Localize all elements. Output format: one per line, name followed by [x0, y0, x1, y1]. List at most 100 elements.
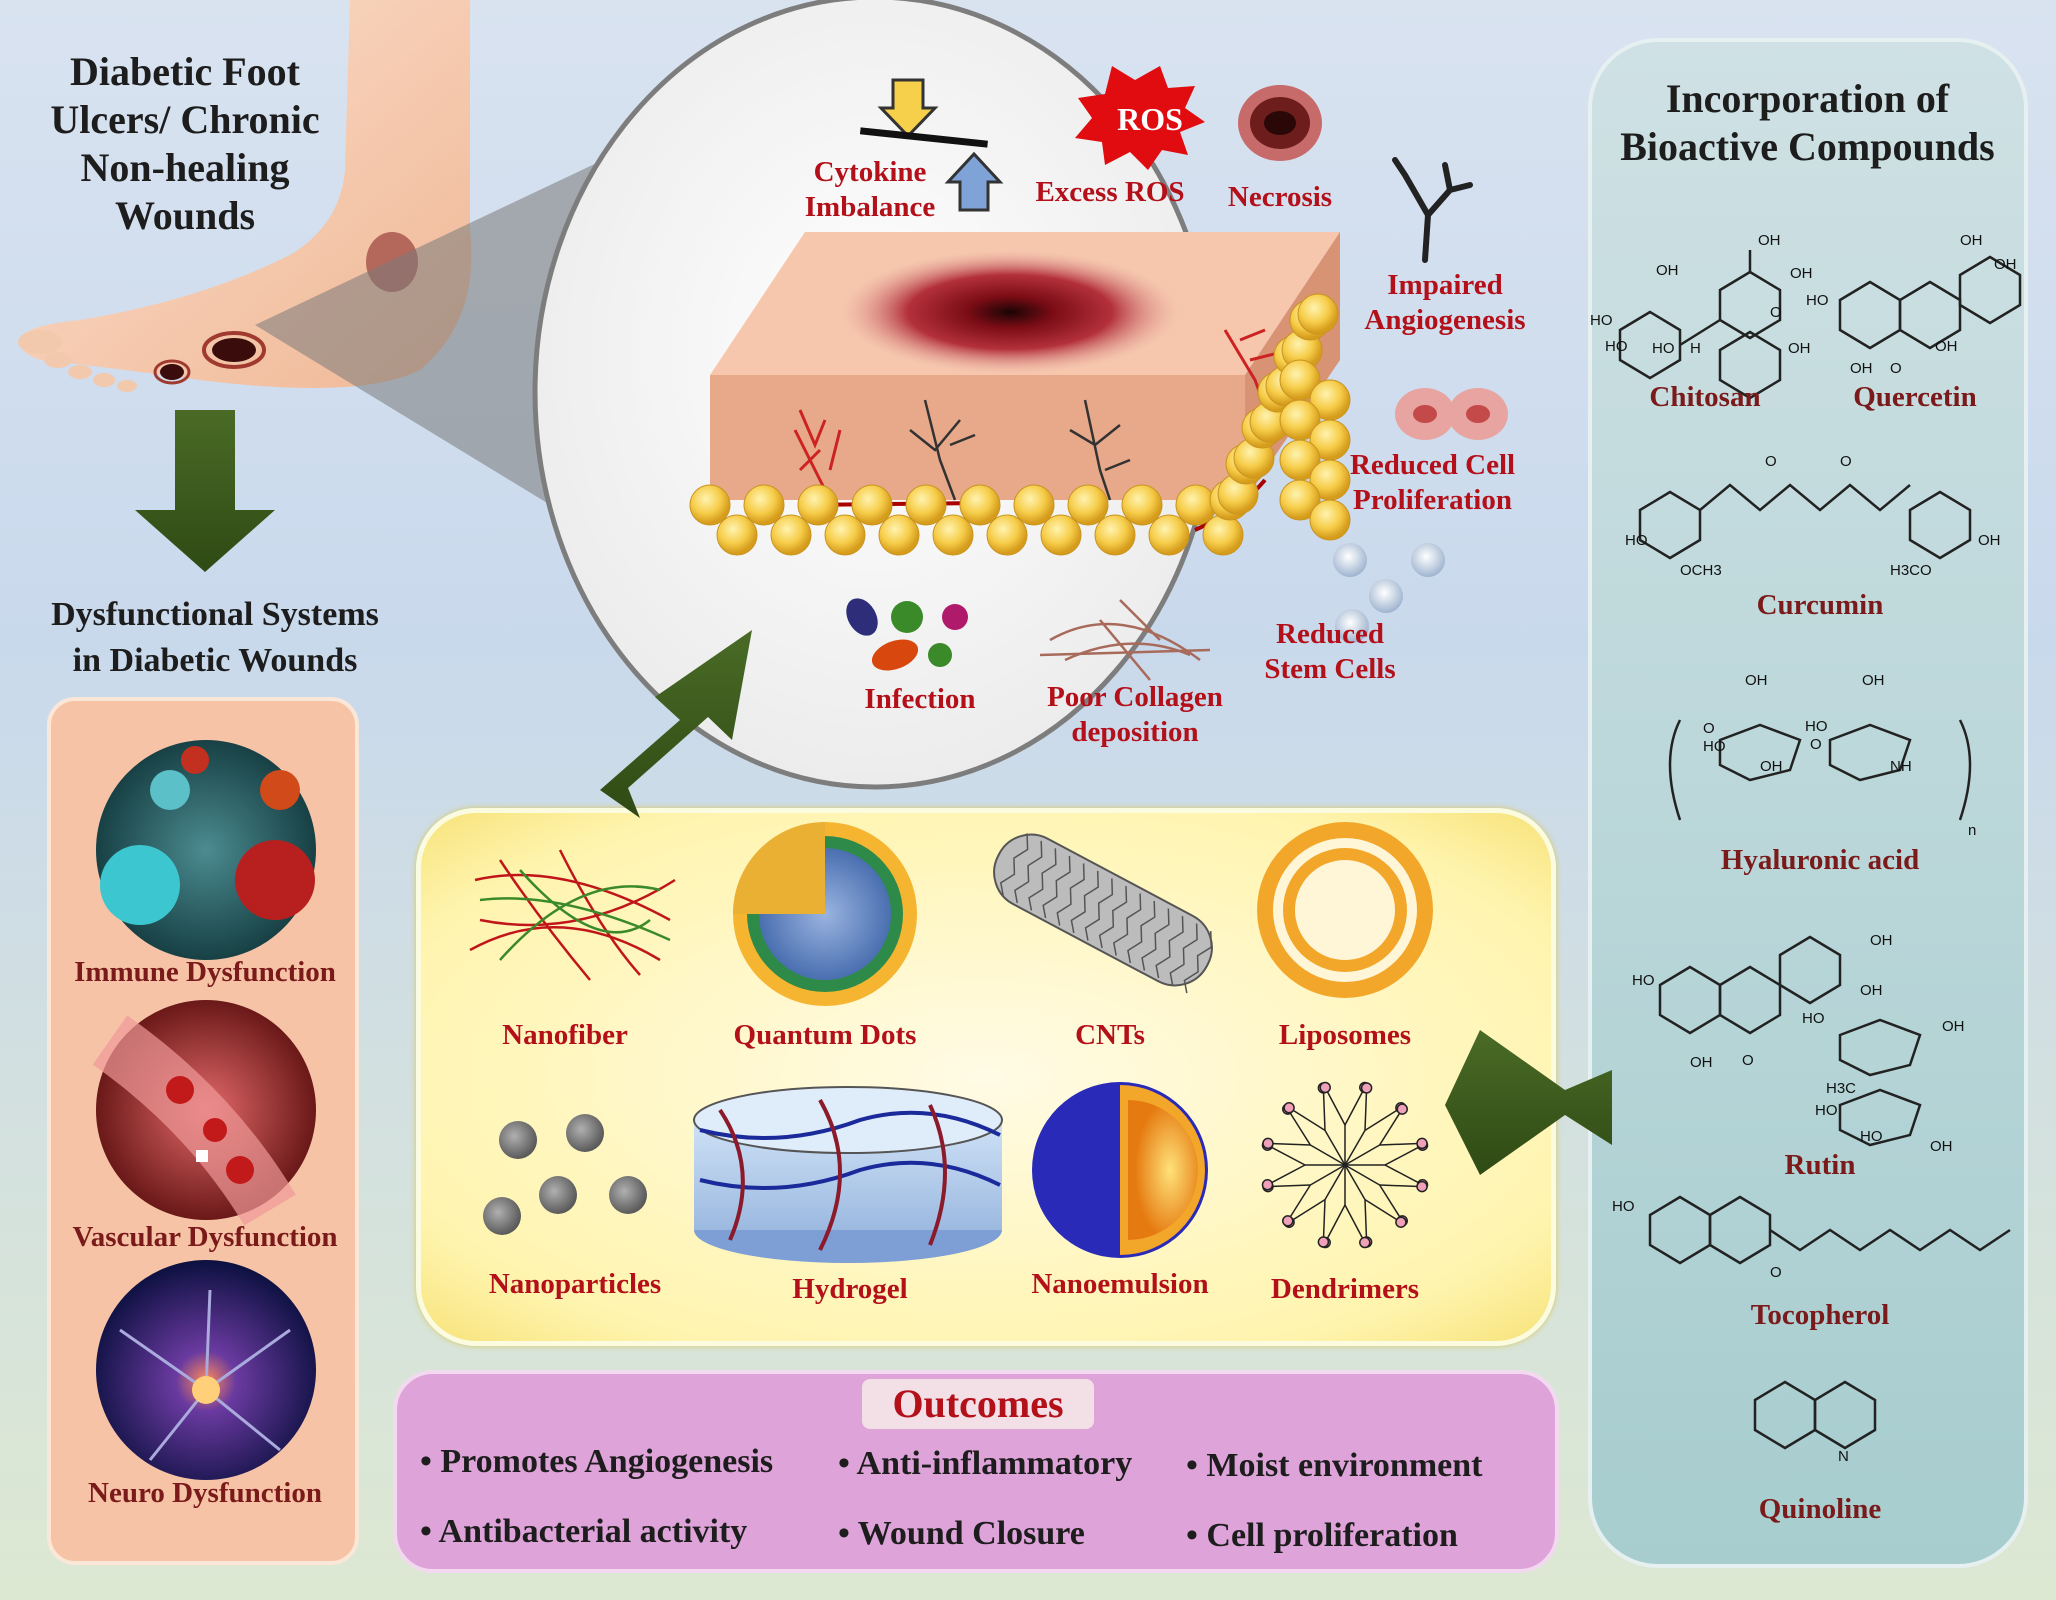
dendrimer-branch — [1267, 1142, 1311, 1146]
cnt-icon — [993, 833, 1213, 994]
outcome-item: • Moist environment — [1186, 1447, 1483, 1484]
dendrimer-terminal — [1283, 1102, 1295, 1114]
stem-cells-label-line: Reduced — [1276, 618, 1384, 650]
necrosis-icon — [1238, 85, 1322, 161]
dendrimer-branch — [1344, 1144, 1381, 1166]
quantum-dots-label: Quantum Dots — [733, 1019, 917, 1051]
fat-cell — [824, 514, 866, 556]
atom-label: HO — [1860, 1128, 1883, 1145]
collagen-label: Poor Collagen deposition — [1025, 680, 1245, 750]
dendrimer-icon — [1261, 1081, 1429, 1249]
proliferation-label-line: Proliferation — [1353, 483, 1512, 516]
cytokine-icon — [859, 78, 1004, 212]
dendrimer-terminal — [1282, 1215, 1294, 1227]
cytokine-label-line: Imbalance — [804, 190, 936, 223]
ros-badge: ROS — [1117, 101, 1183, 137]
fat-cell — [851, 484, 893, 526]
atom-label: OH — [1656, 262, 1679, 279]
atom-label: O — [1770, 1264, 1782, 1281]
angiogenesis-label-line: Impaired — [1387, 269, 1503, 301]
dendrimer-branch — [1384, 1144, 1423, 1166]
ros-burst-icon — [1075, 66, 1205, 170]
atom-label: OH — [1960, 232, 1983, 249]
immune-label: Immune Dysfunction — [74, 956, 336, 988]
dysfunctional-title-line: Dysfunctional Systems — [51, 596, 379, 633]
dendrimer-branch — [1267, 1144, 1306, 1166]
cytokine-label: Cytokine Imbalance — [790, 155, 950, 225]
fat-cell — [743, 484, 785, 526]
fat-cell — [1279, 479, 1321, 521]
curcumin-label: Curcumin — [1756, 589, 1884, 621]
cnt-lattice-line — [999, 833, 1029, 896]
stem-cell-icons — [1333, 543, 1445, 643]
atom-label: HO — [1632, 972, 1655, 989]
dendrimer-branch — [1344, 1204, 1366, 1243]
dendrimer-branch — [1322, 1087, 1326, 1131]
atom-label: HO — [1625, 532, 1648, 549]
dendrimer-branch — [1379, 1184, 1403, 1222]
cnt-lattice-line — [1084, 878, 1114, 941]
fat-cell — [1013, 484, 1055, 526]
atom-label: OH — [1862, 672, 1885, 689]
left-arrow — [1445, 1030, 1612, 1175]
atom-label: OH — [1850, 360, 1873, 377]
condition-title: Diabetic Foot Ulcers/ Chronic Non-healin… — [20, 48, 350, 240]
bioactive-title-line: Incorporation of — [1665, 76, 1950, 121]
cnt-lattice-line — [1169, 923, 1198, 986]
fat-cell — [1202, 514, 1244, 556]
atom-label: O — [1765, 453, 1777, 470]
outcome-item: • Cell proliferation — [1186, 1517, 1458, 1554]
angiogenesis-label-line: Angiogenesis — [1364, 303, 1526, 336]
stem-cells-label-line: Stem Cells — [1264, 652, 1396, 685]
atom-label: HO — [1652, 340, 1675, 357]
dendrimer-branch — [1379, 1142, 1423, 1146]
fat-cell — [878, 514, 920, 556]
fat-cell — [689, 484, 731, 526]
fat-cell — [1094, 514, 1136, 556]
dendrimer-terminal — [1262, 1137, 1274, 1150]
collagen-label-line: deposition — [1071, 715, 1199, 748]
atom-label: OH — [1870, 932, 1893, 949]
bioactive-panel — [1588, 38, 2028, 1568]
dendrimer-branch — [1364, 1087, 1368, 1131]
dendrimer-branch — [1309, 1144, 1346, 1166]
fat-cell — [1040, 514, 1082, 556]
dendrimer-branch — [1267, 1164, 1306, 1186]
nanofiber-icon — [469, 849, 676, 981]
outcome-item: • Antibacterial activity — [420, 1513, 748, 1550]
atom-label: OH — [1994, 256, 2017, 273]
fat-cell — [932, 514, 974, 556]
dendrimer-branch — [1344, 1164, 1366, 1201]
atom-label: HO — [1805, 718, 1828, 735]
liposome-icon — [1257, 822, 1433, 998]
atom-label: OH — [1790, 265, 1813, 282]
dendrimer-branch — [1287, 1184, 1311, 1222]
dendrimer-branch — [1267, 1184, 1311, 1188]
necrosis-label: Necrosis — [1227, 181, 1333, 213]
fat-cell — [959, 484, 1001, 526]
collagen-icon — [1039, 599, 1211, 681]
nanofiber-label: Nanofiber — [502, 1019, 628, 1051]
bioactive-title: Incorporation of Bioactive Compounds — [1590, 75, 2025, 171]
cnt-lattice-line — [1141, 908, 1170, 971]
atom-label: OH — [1978, 532, 2001, 549]
atom-label: OCH3 — [1680, 562, 1722, 579]
dendrimer-terminal — [1416, 1137, 1428, 1150]
cnt-lattice-line — [1112, 893, 1142, 956]
atom-label: HO — [1815, 1102, 1838, 1119]
cnt-lattice-line — [1056, 863, 1085, 926]
bioactive-title-line: Bioactive Compounds — [1620, 124, 1995, 169]
atom-label: O — [1890, 360, 1902, 377]
chitosan-label: Chitosan — [1649, 381, 1761, 413]
fat-cell-layer — [689, 293, 1351, 556]
dendrimer-branch — [1364, 1107, 1402, 1131]
fat-cell — [1175, 484, 1217, 526]
dendrimer-terminal — [1360, 1082, 1373, 1094]
proliferation-label: Reduced Cell Proliferation — [1325, 448, 1540, 518]
dendrimer-terminal — [1416, 1180, 1428, 1193]
proliferation-label-line: Reduced Cell — [1349, 449, 1516, 481]
atom-label: OH — [1788, 340, 1811, 357]
liposomes-label: Liposomes — [1278, 1019, 1412, 1051]
cnt-lattice-line — [1183, 931, 1212, 994]
fat-cell — [716, 514, 758, 556]
